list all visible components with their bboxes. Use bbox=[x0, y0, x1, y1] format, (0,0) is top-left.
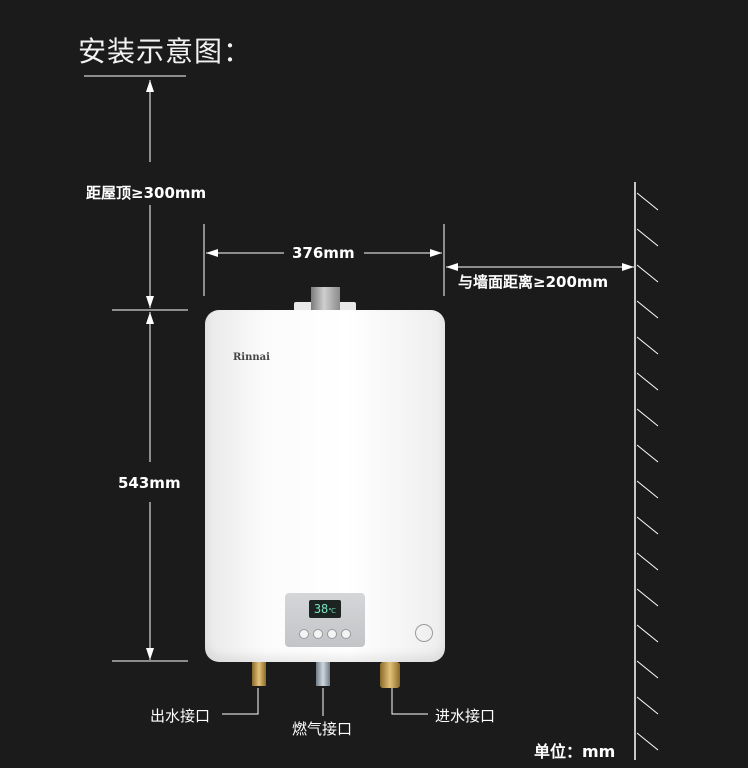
panel-button-2[interactable] bbox=[313, 629, 323, 639]
water-in-leader bbox=[391, 688, 428, 715]
flue-pipe bbox=[311, 287, 340, 311]
wall-hatching bbox=[636, 192, 659, 751]
water-out-leader bbox=[222, 688, 259, 715]
water-heater-body: Rinnai 38℃ bbox=[205, 310, 445, 662]
diagram-title: 安装示意图： bbox=[78, 35, 253, 68]
water-out-label: 出水接口 bbox=[150, 707, 211, 725]
water-in-label: 进水接口 bbox=[435, 707, 496, 725]
water-in-pipe bbox=[380, 662, 400, 688]
water-out-pipe bbox=[252, 662, 266, 686]
certification-mark-icon bbox=[415, 624, 433, 642]
wall-clearance-label: 与墙面距离≥200mm bbox=[458, 273, 609, 291]
display-unit: ℃ bbox=[328, 607, 337, 615]
width-dim-arrow-right bbox=[430, 249, 442, 257]
panel-button-4[interactable] bbox=[341, 629, 351, 639]
unit-label: 单位：mm bbox=[534, 742, 616, 761]
panel-button-1[interactable] bbox=[299, 629, 309, 639]
brand-logo: Rinnai bbox=[233, 352, 270, 363]
control-panel: 38℃ bbox=[285, 593, 365, 647]
width-dim-arrow-left bbox=[206, 249, 218, 257]
gas-pipe bbox=[316, 662, 330, 686]
width-label: 376mm bbox=[292, 244, 355, 262]
height-label: 543mm bbox=[118, 474, 181, 492]
top-dim-arrow-down bbox=[146, 296, 154, 308]
wall-dim-arrow-left bbox=[446, 263, 458, 271]
top-dim-arrow-up bbox=[146, 80, 154, 92]
height-dim-arrow-down bbox=[146, 648, 154, 660]
display-temp: 38 bbox=[313, 602, 329, 616]
wall-dim-arrow-right bbox=[622, 263, 634, 271]
gas-label: 燃气接口 bbox=[292, 720, 353, 738]
top-clearance-label: 距屋顶≥300mm bbox=[86, 184, 207, 202]
panel-button-3[interactable] bbox=[327, 629, 337, 639]
temperature-display: 38℃ bbox=[309, 600, 341, 618]
